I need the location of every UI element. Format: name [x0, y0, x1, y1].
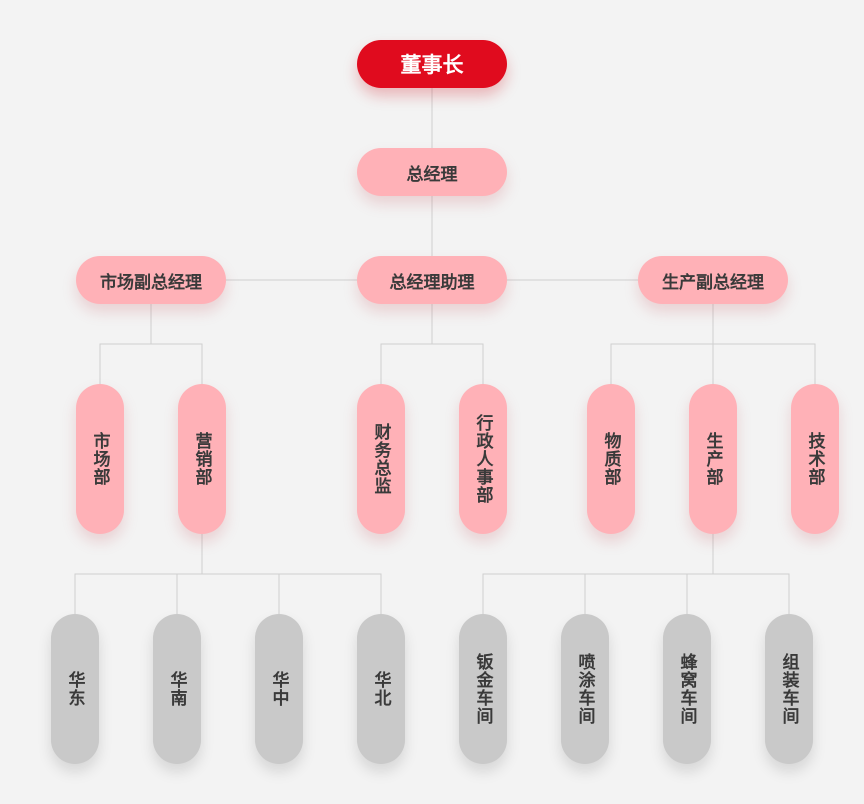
connector-bus-workshops [482, 573, 790, 614]
node-admin-hr: 行政人事部 [459, 384, 507, 534]
node-north-china: 华北 [357, 614, 405, 764]
node-chairman: 董事长 [357, 40, 507, 88]
node-general-manager: 总经理 [357, 148, 507, 196]
node-production-dept: 生产部 [689, 384, 737, 534]
node-gm-assistant: 总经理助理 [357, 256, 507, 304]
node-south-china: 华南 [153, 614, 201, 764]
connector-bus-regions [74, 573, 382, 614]
node-tech-dept: 技术部 [791, 384, 839, 534]
node-market-dept: 市场部 [76, 384, 124, 534]
connector-bus-production [610, 343, 816, 384]
node-spray-workshop: 喷涂车间 [561, 614, 609, 764]
connector-bus-assistant [380, 343, 484, 384]
node-central-china: 华中 [255, 614, 303, 764]
node-vp-marketing: 市场副总经理 [76, 256, 226, 304]
node-materials-dept: 物质部 [587, 384, 635, 534]
connector-bus-marketing [99, 343, 203, 384]
node-honeycomb-workshop: 蜂窝车间 [663, 614, 711, 764]
node-sales-dept: 营销部 [178, 384, 226, 534]
node-assembly-workshop: 组装车间 [765, 614, 813, 764]
node-finance-director: 财务总监 [357, 384, 405, 534]
node-sheet-metal-workshop: 钣金车间 [459, 614, 507, 764]
node-vp-production: 生产副总经理 [638, 256, 788, 304]
node-east-china: 华东 [51, 614, 99, 764]
